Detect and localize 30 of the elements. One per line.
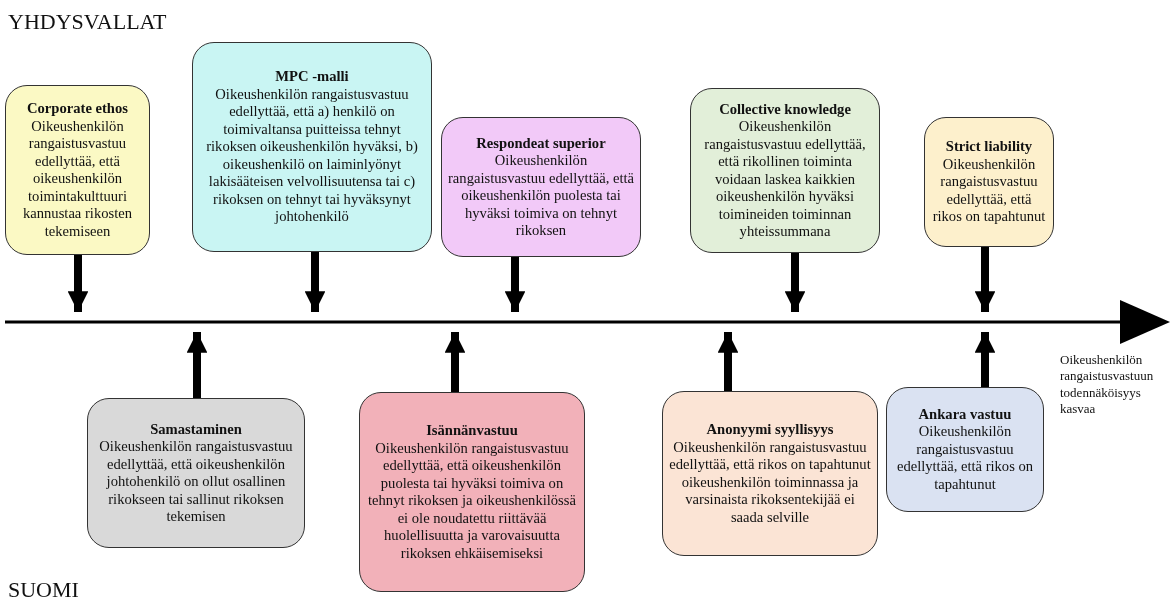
box-text: Oikeushenkilön rangaistusvastuu edellyttää, että oikeushenkilön puolesta tai hyväksi toimiva on tehnyt rikoksen ja oikeushenkilössä ei ole noudatettu riittävää huolellisuutta ja varovaisuutta rikoksen ehkäisemiseksi <box>367 439 577 562</box>
rounded-box <box>87 398 305 548</box>
region-heading: YHDYSVALLAT <box>8 8 168 36</box>
rounded-box <box>5 85 150 255</box>
box-text: Oikeushenkilön rangaistusvastuu edellyttää, että oikeushenkilön johtohenkilö on ollut osallinen rikokseen tai sallinut rikoksen tekemisen <box>98 438 294 526</box>
axis-note: Oikeushenkilön rangaistusvastuun todennäköisyys kasvaa <box>1060 352 1155 417</box>
box-heading: Corporate ethos <box>27 100 128 118</box>
rounded-box <box>441 117 641 257</box>
box-text: Oikeushenkilön rangaistusvastuu edellyttää, että a) henkilö on toimivaltansa puitteissa tehnyt rikoksen oikeushenkilön hyväksi, b) oikeushenkilö on laiminlyönyt lakisääteisen velvollisuutensa tai c) rikoksen on tehnyt tai hyväksynyt johtohenkilö <box>205 85 419 226</box>
region-heading: SUOMI <box>8 576 80 600</box>
rounded-box <box>192 42 432 252</box>
rounded-box <box>690 88 880 253</box>
box-text: Oikeushenkilön rangaistusvastuu edellyttää, että rikos on tapahtunut oikeushenkilön toiminnassa ja varsinaista rikoksentekijää ei saada selville <box>669 438 871 526</box>
box-heading: Isännänvastuu <box>426 422 518 440</box>
box-text: Oikeushenkilön rangaistusvastuu edellyttää, että rikos on tapahtunut <box>931 155 1047 226</box>
rounded-box <box>662 391 878 556</box>
box-heading: Samastaminen <box>150 420 242 438</box>
box-heading: Collective knowledge <box>719 100 851 118</box>
box-heading: Anonyymi syyllisyys <box>706 421 834 439</box>
box-text: Oikeushenkilön rangaistusvastuu edellyttää, että oikeushenkilön puolesta tai hyväksi toimiva on tehnyt rikoksen <box>448 152 634 240</box>
box-text: Oikeushenkilön rangaistusvastuu edellyttää, että rikollinen toiminta voidaan laskea kaikkien oikeushenkilön hyväksi toimineiden toiminnan yhteissummana <box>703 118 867 241</box>
rounded-box <box>924 117 1054 247</box>
rounded-box <box>886 387 1044 512</box>
box-text: Oikeushenkilön rangaistusvastuu edellyttää, että rikos on tapahtunut <box>895 423 1035 494</box>
box-heading: Strict liability <box>945 138 1033 156</box>
box-heading: Respondeat superior <box>476 134 606 152</box>
box-heading: MPC -malli <box>275 68 349 86</box>
rounded-box <box>359 392 585 592</box>
box-text: Oikeushenkilön rangaistusvastuu edellyttää, että oikeushenkilön toimintakulttuuri kannustaa rikosten tekemiseen <box>22 117 133 240</box>
box-heading: Ankara vastuu <box>918 405 1012 424</box>
